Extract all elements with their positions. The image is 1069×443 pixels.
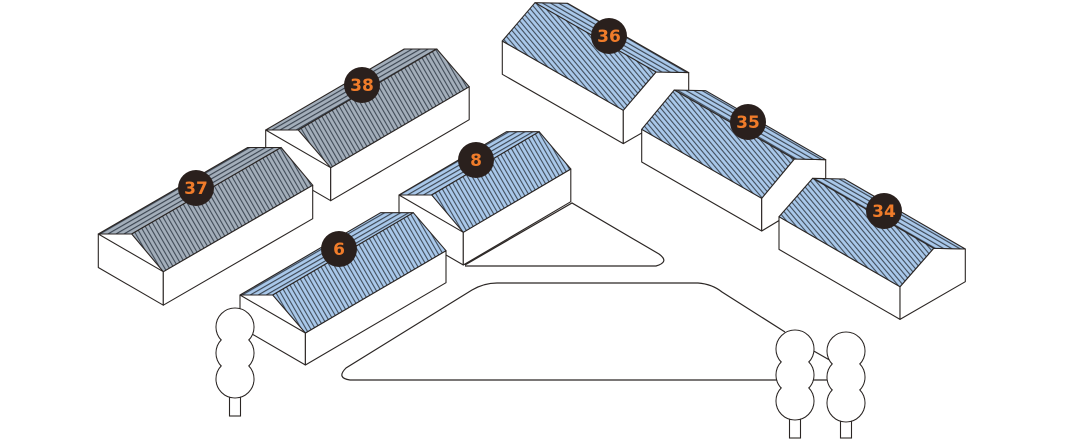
tree-canopy-fill <box>827 332 865 370</box>
roof-front-slope <box>641 89 795 199</box>
tree-trunk <box>839 419 853 439</box>
tree-canopy-fill <box>216 360 254 398</box>
badge-label: 36 <box>597 27 621 47</box>
tree-canopy-fill <box>776 356 814 394</box>
badge-8[interactable]: 8 <box>458 142 494 178</box>
trees <box>215 307 866 439</box>
tree-canopy-fill <box>776 330 814 368</box>
badge-38[interactable]: 38 <box>344 67 380 103</box>
tree-icon <box>215 307 255 417</box>
road-large-loop <box>341 282 786 381</box>
tree-trunk <box>788 417 802 439</box>
roof-front-slope <box>272 212 447 334</box>
tree-canopy-fill <box>776 382 814 420</box>
badge-35[interactable]: 35 <box>730 104 766 140</box>
roof-front-slope <box>431 131 572 233</box>
badge-label: 34 <box>872 202 896 222</box>
tree-trunk <box>228 395 242 417</box>
badge-label: 38 <box>350 76 374 96</box>
buildings <box>97 2 966 366</box>
badge-label: 37 <box>184 179 208 199</box>
badge-37[interactable]: 37 <box>178 170 214 206</box>
tree-canopy-fill <box>827 358 865 396</box>
building-labels: 38 37 8 6 36 35 34 <box>178 18 902 267</box>
tree-canopy-fill <box>216 308 254 346</box>
roof-front-slope <box>297 48 470 169</box>
roads <box>341 202 834 381</box>
badge-label: 8 <box>470 151 482 171</box>
badge-label: 35 <box>736 113 760 133</box>
badge-36[interactable]: 36 <box>591 18 627 54</box>
roof-front-slope <box>131 146 314 273</box>
badge-6[interactable]: 6 <box>321 231 357 267</box>
tree-canopy-fill <box>216 334 254 372</box>
badge-34[interactable]: 34 <box>866 193 902 229</box>
tree-icon <box>826 331 866 439</box>
tree-canopy-fill <box>827 384 865 422</box>
road-small-triangle <box>464 202 665 267</box>
tree-icon <box>775 329 815 439</box>
roof-front-slope <box>778 177 935 288</box>
badge-label: 6 <box>333 240 345 260</box>
roof-front-slope <box>501 2 657 111</box>
